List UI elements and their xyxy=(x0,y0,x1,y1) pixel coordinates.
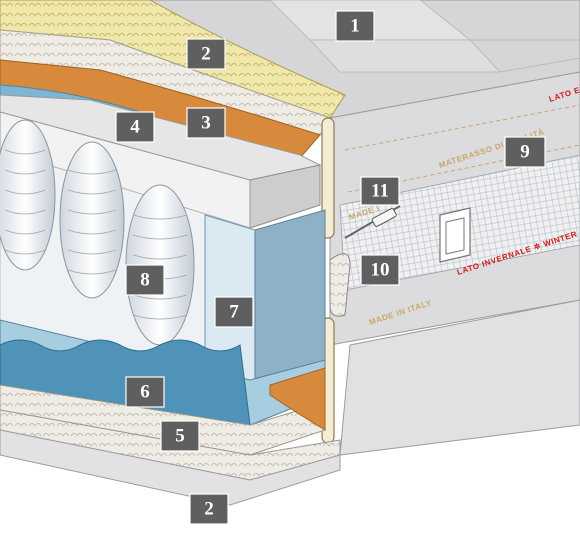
callout-label: 7 xyxy=(229,302,239,323)
callout-label: 5 xyxy=(175,426,185,447)
callout-label: 2 xyxy=(201,44,211,65)
callout-3: 3 xyxy=(186,107,226,139)
callout-6: 6 xyxy=(125,376,165,408)
callout-5: 5 xyxy=(160,420,200,452)
callout-label: 3 xyxy=(201,113,211,134)
spring-pocket xyxy=(59,141,125,299)
upper-layers-cutaway xyxy=(0,0,346,171)
callout-4: 4 xyxy=(115,111,155,143)
callout-8: 8 xyxy=(125,264,165,296)
callout-1: 1 xyxy=(335,10,375,42)
spring-pocket xyxy=(0,119,56,271)
callout-label: 6 xyxy=(140,382,150,403)
callout-label: 9 xyxy=(520,142,530,163)
callout-2-bottom: 2 xyxy=(189,493,229,525)
callout-label: 11 xyxy=(371,181,389,202)
callout-label: 1 xyxy=(350,16,360,37)
callout-11: 11 xyxy=(360,176,400,206)
upper-foam-slab xyxy=(0,94,322,229)
callout-9: 9 xyxy=(504,136,546,168)
callout-label: 10 xyxy=(371,260,390,281)
callout-label: 4 xyxy=(130,117,140,138)
pocket-springs xyxy=(0,119,251,391)
callout-10: 10 xyxy=(360,254,400,286)
callout-7: 7 xyxy=(214,296,254,328)
callout-label: 2 xyxy=(204,499,214,520)
callout-2-top: 2 xyxy=(186,38,226,70)
callout-label: 8 xyxy=(140,270,150,291)
zipper xyxy=(329,205,401,317)
